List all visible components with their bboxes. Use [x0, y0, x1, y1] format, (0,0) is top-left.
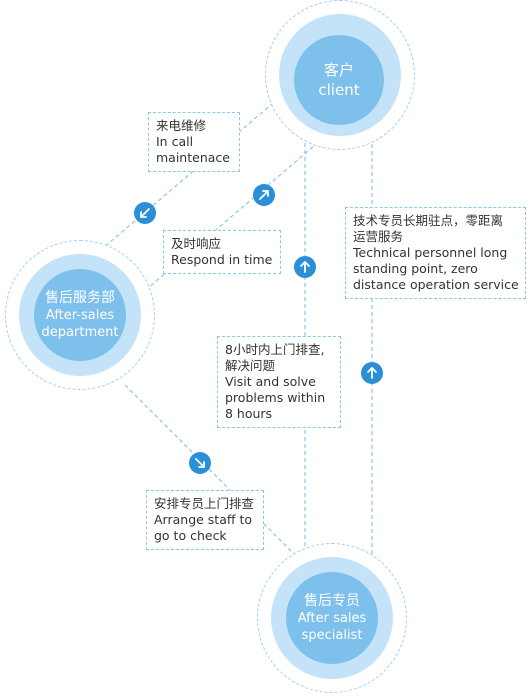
arrow-down-right-icon — [189, 452, 211, 474]
arrow-up-icon-center — [294, 256, 316, 278]
arrow-down-left-icon — [134, 202, 156, 224]
note-technical-line-4: standing point, zero — [353, 261, 478, 276]
note-respond-line-1: 及时响应 — [171, 236, 222, 251]
note-in-call-maintenance: 来电维修 In call maintenace — [148, 112, 240, 172]
specialist-node-zh-label: 售后专员 — [304, 593, 360, 609]
specialist-node-en-line-1: After sales — [297, 611, 367, 626]
note-technical-line-3: Technical personnel long — [353, 245, 508, 260]
specialist-node: 售后专员 After sales specialist — [286, 572, 378, 664]
note-visit-line-4: problems within — [225, 390, 326, 405]
department-node: 售后服务部 After-sales department — [34, 269, 126, 361]
specialist-node-en-line-2: specialist — [301, 628, 363, 643]
department-node-zh-label: 售后服务部 — [45, 290, 115, 306]
note-technical-line-1: 技术专员长期驻点，零距离 — [353, 213, 504, 228]
connector-department-to-specialist — [124, 384, 296, 556]
client-node: 客户 client — [294, 35, 384, 125]
note-arrange-staff: 安排专员上门排查 Arrange staff to go to check — [146, 490, 264, 550]
note-technical-line-2: 运营服务 — [353, 229, 404, 244]
note-visit-line-2: 解决问题 — [225, 358, 276, 373]
note-arrange-line-3: go to check — [154, 528, 227, 543]
department-node-en-line-1: After-sales — [45, 308, 115, 323]
note-visit-line-1: 8小时内上门排查, — [225, 342, 325, 357]
note-respond-line-2: Respond in time — [171, 252, 273, 267]
note-visit-line-3: Visit and solve — [225, 374, 316, 389]
client-node-en-label: client — [318, 81, 360, 99]
note-respond-in-time: 及时响应 Respond in time — [163, 230, 281, 274]
note-technical-line-5: distance operation service — [353, 277, 519, 292]
arrow-up-icon-right — [361, 362, 383, 384]
note-in-call-line-2: In call — [156, 134, 194, 149]
note-arrange-line-1: 安排专员上门排查 — [154, 496, 255, 511]
note-visit-line-5: 8 hours — [225, 406, 273, 421]
note-technical-personnel: 技术专员长期驻点，零距离 运营服务 Technical personnel lo… — [345, 207, 526, 299]
note-arrange-line-2: Arrange staff to — [154, 512, 252, 527]
arrow-up-right-icon — [253, 184, 275, 206]
note-visit-within-8-hours: 8小时内上门排查, 解决问题 Visit and solve problems … — [217, 336, 341, 428]
client-node-zh-label: 客户 — [323, 61, 354, 79]
department-node-en-line-2: department — [41, 325, 119, 340]
note-in-call-line-1: 来电维修 — [156, 118, 207, 133]
note-in-call-line-3: maintenace — [156, 150, 230, 165]
